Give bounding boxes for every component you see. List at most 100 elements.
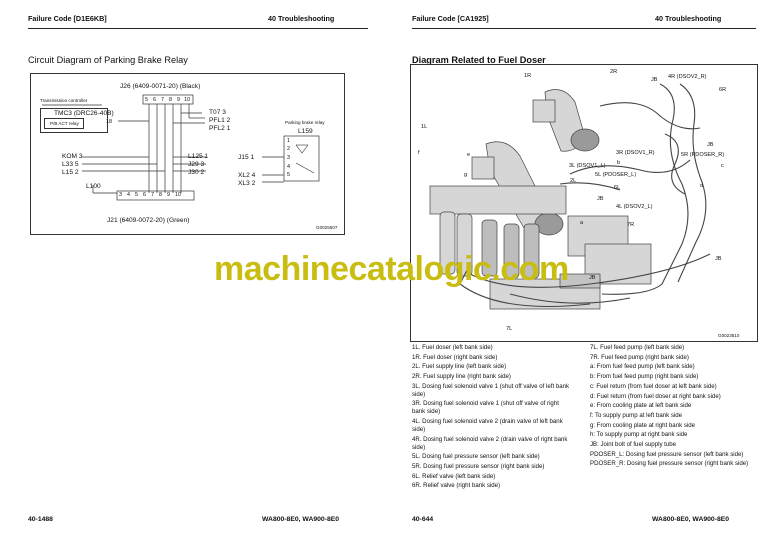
relay-pin: 3 <box>287 155 290 161</box>
j21-pin: 10 <box>175 192 181 198</box>
legend-item: h: To supply pump at right bank side <box>590 431 688 439</box>
j21-pin: 6 <box>143 192 146 198</box>
callout-6r: 6R <box>719 87 727 93</box>
legend-item: d: Fuel return (from fuel doser at right… <box>590 392 721 400</box>
callout-2r: 2R <box>610 69 618 75</box>
output-label: PFL1 2 <box>209 117 231 124</box>
legend-item: c: Fuel return (from fuel doser at left … <box>590 382 717 390</box>
relay-pin: 5 <box>287 172 290 178</box>
fuel-doser-illustration <box>429 83 711 310</box>
legend-item: 2R. Fuel supply line (right bank side) <box>412 373 511 381</box>
callout-jb: JB <box>589 275 596 281</box>
callout-jb: JB <box>707 142 714 148</box>
input-label: L33 5 <box>62 161 79 168</box>
callout-4l: 4L (DSOV2_L) <box>616 204 653 210</box>
fuel-doser-figure-code: G0023510 <box>718 333 740 338</box>
output-label: PFL2 1 <box>209 125 231 132</box>
input-label: KOM 3 <box>62 153 83 160</box>
legend-item: 1L. Fuel doser (left bank side) <box>412 344 493 351</box>
legend-item: 5R. Dosing fuel pressure sensor (right b… <box>412 462 545 470</box>
drawing-frame <box>410 64 758 342</box>
callout-f: f <box>418 150 420 156</box>
j21-pin: 7 <box>151 192 154 198</box>
legend-item: e: From cooling plate at left bank side <box>590 402 692 410</box>
legend-item: JB: Joint bolt of fuel supply tube <box>590 441 677 449</box>
mid-output-label: J29 3 <box>188 161 205 168</box>
j21-pin: 5 <box>135 192 138 198</box>
callout-1r: 1R <box>524 73 532 79</box>
legend-item: a: From fuel feed pump (left bank side) <box>590 363 695 371</box>
right-footer-model: WA800-8E0, WA900-8E0 <box>652 516 730 523</box>
controller-relay-label: P/B ACT relay <box>50 121 79 126</box>
legend-item: PDOSER_R: Dosing fuel pressure sensor (r… <box>590 460 749 468</box>
legend-item: 1R. Fuel doser (right bank side) <box>412 353 498 361</box>
left-section-title: Circuit Diagram of Parking Brake Relay <box>28 55 188 65</box>
right-footer-page: 40-644 <box>412 516 434 523</box>
callout-c: c <box>721 163 724 169</box>
callout-jb: JB <box>597 196 604 202</box>
relay-input-label: J15 1 <box>238 154 255 161</box>
callout-5r: 5R (PDOSER_R) <box>681 152 725 158</box>
j26-pin: 9 <box>177 97 180 103</box>
callout-jb: JB <box>715 256 722 262</box>
controller-group-label: Transmission controller <box>40 98 88 103</box>
controller-box <box>40 108 108 133</box>
legend-item: 4R. Dosing fuel solenoid valve 2 (drain … <box>412 435 568 451</box>
connector-j26-label: J26 (6409-0071-20) (Black) <box>120 83 201 90</box>
legend-item: 3R. Dosing fuel solenoid valve 1 (shut o… <box>412 400 559 416</box>
callout-a: a <box>580 220 584 226</box>
relay-pin: 1 <box>287 138 290 144</box>
site-watermark: machinecatalogic.com <box>214 250 569 288</box>
right-header-failure-code: Failure Code [CA1925] <box>412 14 489 23</box>
left-header-failure-code: Failure Code [D1E6KB] <box>28 14 107 23</box>
legend-item: b: From fuel feed pump (right bank side) <box>590 373 699 381</box>
relay-pin: 4 <box>287 164 290 170</box>
connector-j21-label: J21 (6409-0072-20) (Green) <box>107 217 190 224</box>
left-page: Failure Code [D1E6KB] 40 Troubleshooting… <box>28 14 368 523</box>
j26-pin: 6 <box>153 97 156 103</box>
right-page: Failure Code [CA1925] 40 Troubleshooting… <box>384 0 768 543</box>
legend-item: 7L. Fuel feed pump (left bank side) <box>590 344 685 351</box>
controller-relay-box <box>44 118 84 129</box>
legend-item: 6L. Relief valve (left bank side) <box>412 472 496 480</box>
callout-2l: 2L <box>570 178 577 184</box>
callout-jb: JB <box>651 77 658 83</box>
legend-item: 6R. Relief valve (right bank side) <box>412 482 501 490</box>
legend-item: 5L. Dosing fuel pressure sensor (left ba… <box>412 453 540 461</box>
legend-item: 4L. Dosing fuel solenoid valve 2 (drain … <box>412 418 563 433</box>
left-header-rule <box>28 28 368 29</box>
j26-pin: 5 <box>145 97 148 103</box>
right-section-title: Diagram Related to Fuel Doser <box>412 55 546 65</box>
callout-e: e <box>467 152 471 158</box>
right-header-rule <box>412 28 756 29</box>
right-header-section: 40 Troubleshooting <box>655 14 722 23</box>
left-footer-model: WA800-8E0, WA900-8E0 <box>262 516 340 523</box>
callout-5l: 5L (PDOSER_L) <box>595 172 637 178</box>
left-footer-page: 40-1488 <box>28 516 53 523</box>
j26-pin: 10 <box>184 97 190 103</box>
legend-item: 3L. Dosing fuel solenoid valve 1 (shut o… <box>412 382 570 398</box>
mid-output-label: L125 1 <box>188 153 209 160</box>
callout-1l: 1L <box>421 124 428 130</box>
relay-input-label: XL3 2 <box>238 180 256 187</box>
circuit-frame <box>30 73 345 235</box>
legend-item: 7R. Fuel feed pump (right bank side) <box>590 353 689 361</box>
circuit-figure-code: G0025507 <box>316 225 338 230</box>
mid-output-label: J30 2 <box>188 169 205 176</box>
controller-pin: 18 <box>106 119 112 125</box>
j21-pin: 3 <box>119 192 122 198</box>
legend-item: g: From cooling plate at right bank side <box>590 421 696 429</box>
j21-pin: 9 <box>167 192 170 198</box>
callout-7r: 7R <box>627 222 635 228</box>
relay-name: L159 <box>298 128 313 135</box>
legend-item: f: To supply pump at left bank side <box>590 411 683 419</box>
relay-group-label: Parking brake relay <box>285 120 325 125</box>
callout-4r: 4R (DSOV2_R) <box>668 74 707 80</box>
ground-label: L100 <box>86 183 101 190</box>
callout-6l: 6L <box>614 185 621 191</box>
legend-item: 2L. Fuel supply line (left bank side) <box>412 363 507 371</box>
callout-3l: 3L (DSOV1_L) <box>569 163 606 169</box>
callout-g: g <box>464 172 468 178</box>
callout-7l: 7L <box>506 326 513 332</box>
callout-b: b <box>617 160 621 166</box>
